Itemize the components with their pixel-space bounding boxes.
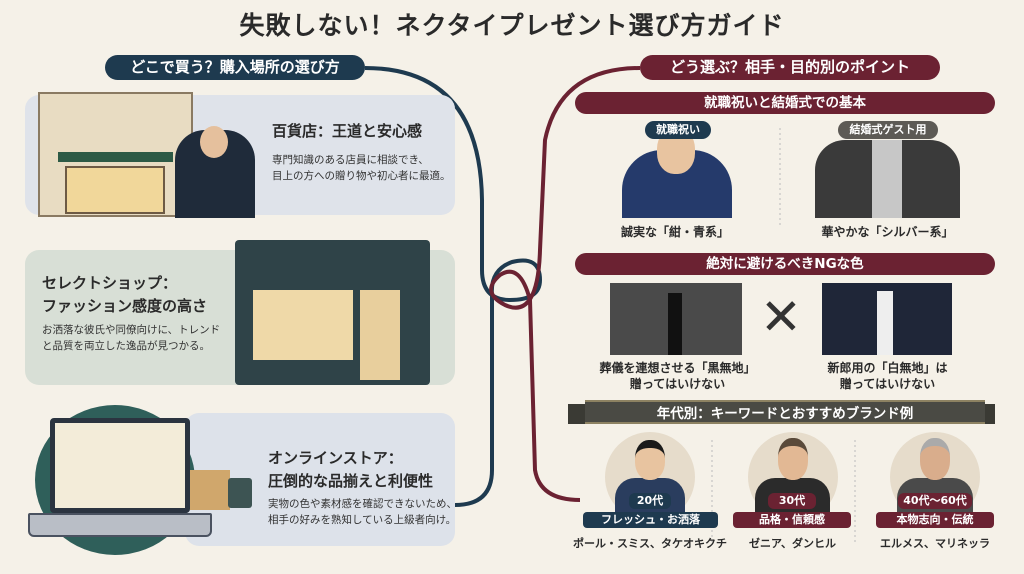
- age-label: 20代: [629, 493, 671, 509]
- card-title: ファッション感度の高さ: [42, 297, 208, 315]
- caption: 新郎用の「白無地」は: [827, 361, 948, 375]
- card-desc-line: お洒落な彼氏や同僚向けに、トレンド: [42, 324, 221, 336]
- keyword-tag: フレッシュ・お洒落: [583, 512, 718, 528]
- card-desc-line: 専門知識のある店員に相談でき、: [272, 154, 429, 166]
- brands: ポール・スミス、タケオキクチ: [573, 537, 727, 550]
- age-label: 30代: [768, 493, 816, 509]
- brands: ゼニア、ダンヒル: [749, 537, 836, 550]
- card-title: セレクトショップ：: [42, 274, 178, 292]
- age-label: 40代〜60代: [898, 493, 972, 509]
- white-tie-figure: [822, 283, 952, 355]
- truck-icon: [228, 478, 252, 508]
- select-shop-illustration: [235, 240, 430, 385]
- card-desc-line: 目上の方への贈り物や初心者に最適。: [272, 170, 451, 182]
- card-title: 圧倒的な品揃えと利便性: [268, 472, 434, 490]
- caption: 贈ってはいけない: [629, 377, 726, 391]
- keyword-tag: 品格・信頼感: [733, 512, 851, 528]
- ng-bar: 絶対に避けるべきNGな色: [575, 253, 995, 275]
- caption: 葬儀を連想させる「黒無地」: [599, 361, 756, 375]
- right-section-header: どう選ぶ？相手・目的別のポイント: [640, 55, 940, 80]
- brands: エルメス、マリネッラ: [880, 537, 990, 550]
- caption: 贈ってはいけない: [839, 377, 936, 391]
- caption: 華やかな「シルバー系」: [821, 225, 954, 239]
- department-store-illustration: [38, 92, 193, 217]
- tag-job: 就職祝い: [645, 121, 711, 139]
- basics-bar: 就職祝いと結婚式での基本: [575, 92, 995, 114]
- package-icon: [190, 470, 230, 510]
- card-desc-line: 実物の色や素材感を確認できないため、: [268, 498, 457, 510]
- cross-icon: ✕: [760, 288, 802, 346]
- left-section-header: どこで買う？購入場所の選び方: [105, 55, 365, 80]
- page-title: 失敗しない！ネクタイプレゼント選び方ガイド: [239, 11, 785, 40]
- laptop-delivery-illustration: [50, 418, 190, 513]
- keyword-tag: 本物志向・伝統: [876, 512, 994, 528]
- tag-wedding: 結婚式ゲスト用: [838, 121, 938, 139]
- card-desc-line: と品質を両立した逸品が見つかる。: [42, 340, 210, 352]
- caption: 誠実な「紺・青系」: [620, 225, 729, 239]
- black-tie-figure: [610, 283, 742, 355]
- card-title: オンラインストア：: [268, 449, 403, 467]
- age-banner: 年代別：キーワードとおすすめブランド例: [585, 400, 985, 424]
- card-desc-line: 相手の好みを熟知している上級者向け。: [268, 514, 457, 526]
- card-title: 百貨店：王道と安心感: [272, 122, 423, 140]
